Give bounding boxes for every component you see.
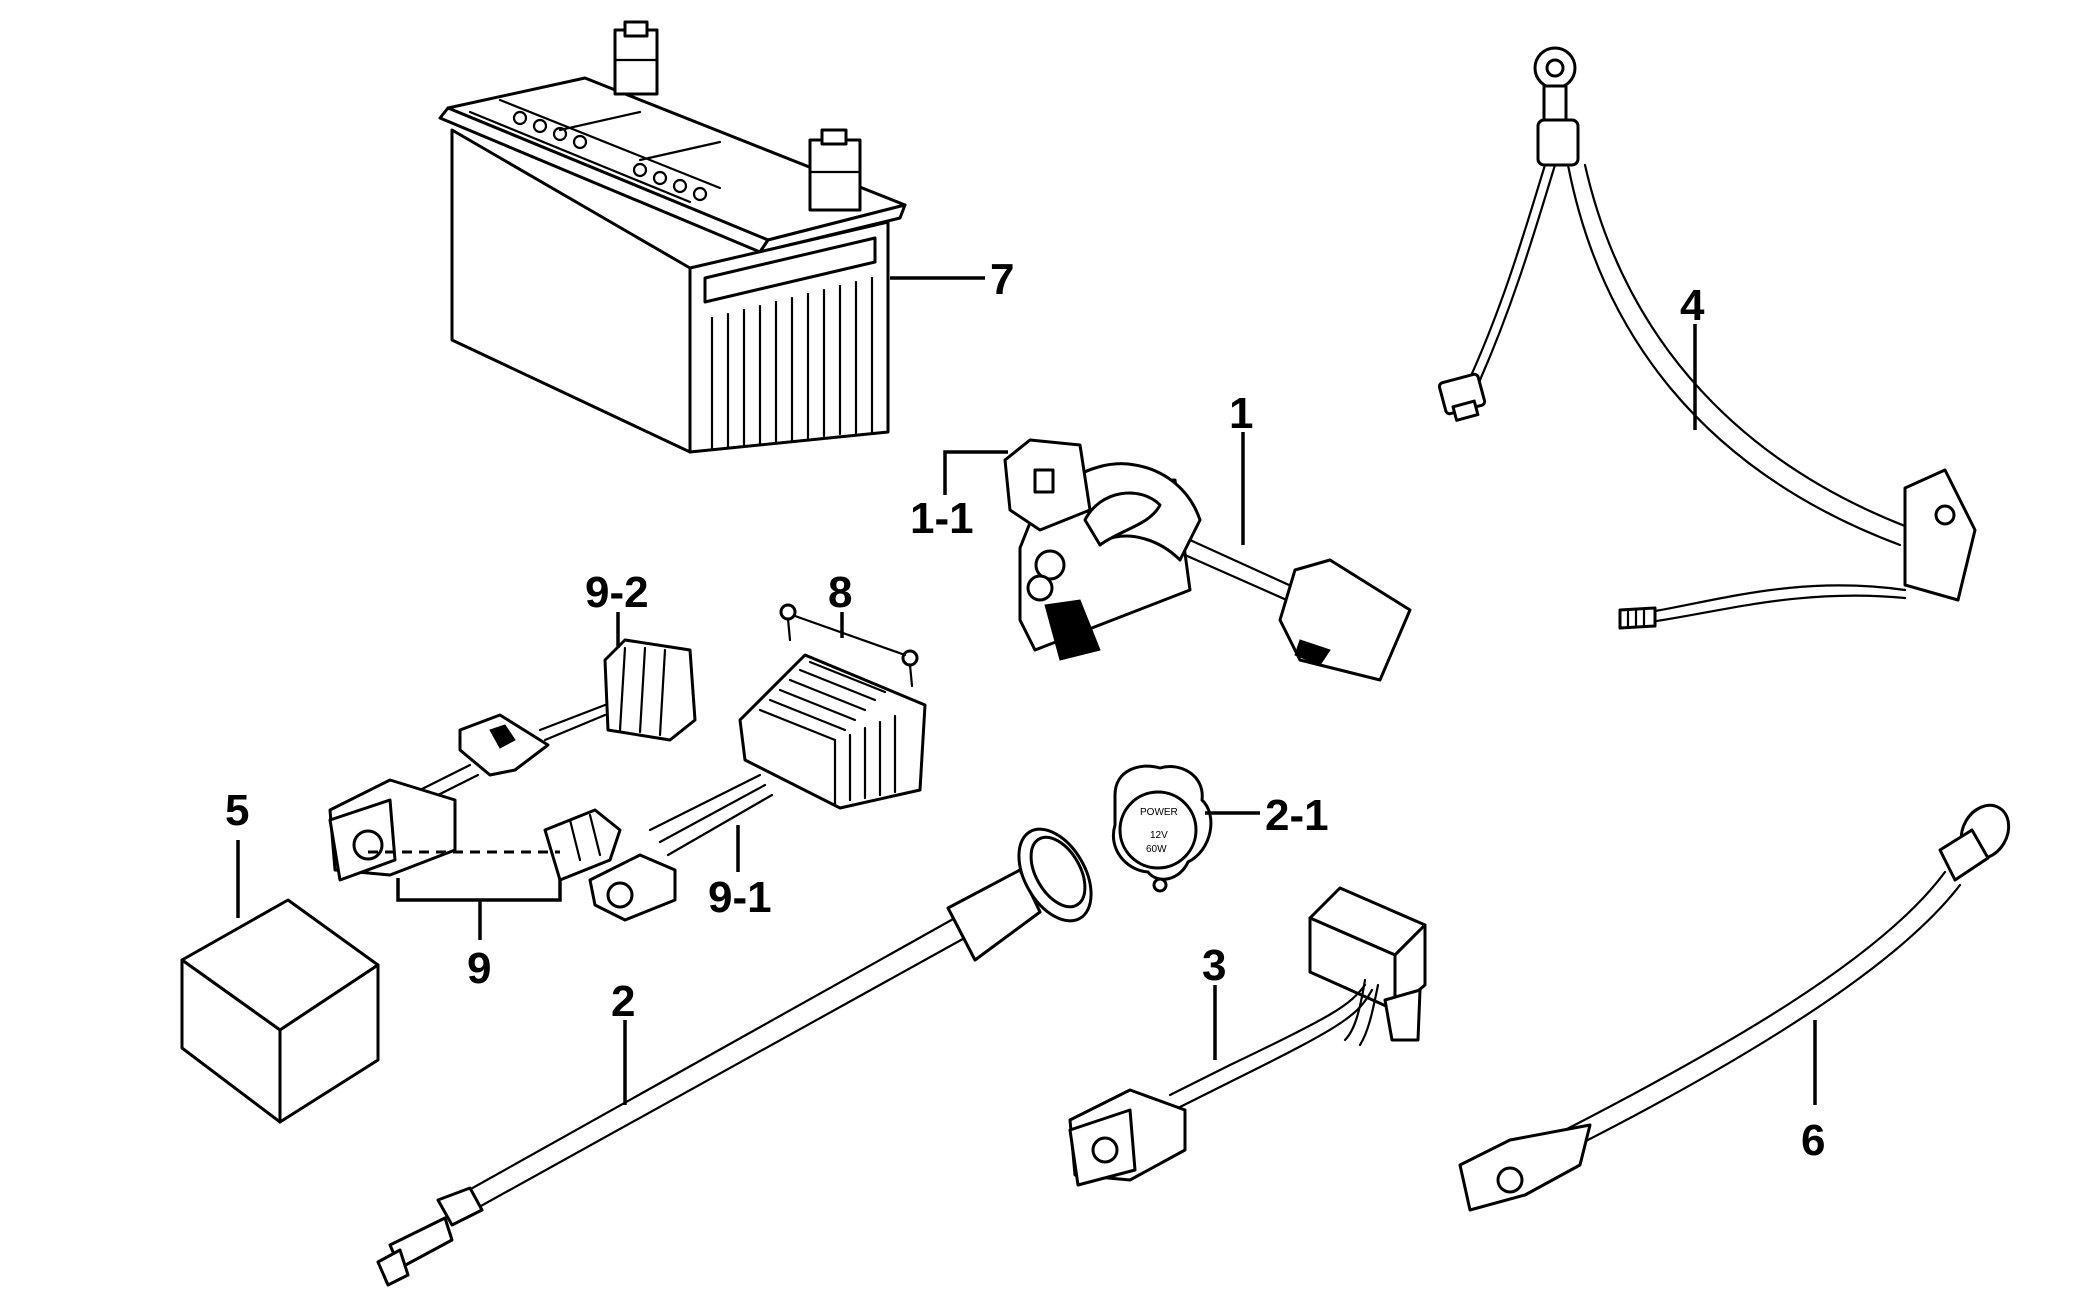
callout-2: 2: [611, 977, 635, 1026]
part-battery-cable: [1437, 46, 1977, 630]
callout-4: 4: [1680, 281, 1705, 330]
callout-1-1: 1-1: [910, 494, 974, 543]
part-box: [180, 898, 380, 1124]
cap-wattage-text: 60W: [1146, 844, 1167, 855]
callout-3: 3: [1202, 941, 1226, 990]
part-ground-cable: [1458, 803, 2011, 1212]
battery-terminal-negative: [613, 20, 659, 96]
bracket-9: [396, 878, 562, 902]
part-battery: [438, 20, 907, 454]
leader-1-1: [943, 450, 1008, 495]
callout-7: 7: [990, 255, 1014, 304]
part-starter-relay: [1003, 438, 1412, 682]
part-connector-harness: [328, 638, 697, 882]
callout-9-2: 9-2: [585, 568, 649, 617]
callout-5: 5: [225, 786, 249, 835]
callout-9-1: 9-1: [708, 873, 772, 922]
callout-6: 6: [1801, 1116, 1825, 1165]
part-socket-cap: POWER 12V 60W: [1112, 764, 1213, 893]
callout-2-1: 2-1: [1265, 791, 1329, 840]
battery-terminal-positive: [808, 128, 862, 212]
callout-9: 9: [467, 944, 491, 993]
cap-voltage-text: 12V: [1150, 830, 1168, 841]
cap-power-text: POWER: [1140, 807, 1178, 818]
callout-1: 1: [1229, 389, 1253, 438]
part-regulator-rectifier: [543, 603, 927, 922]
part-relay-harness: [1068, 886, 1427, 1187]
callout-8: 8: [828, 568, 852, 617]
part-power-socket-harness: [376, 827, 1093, 1287]
